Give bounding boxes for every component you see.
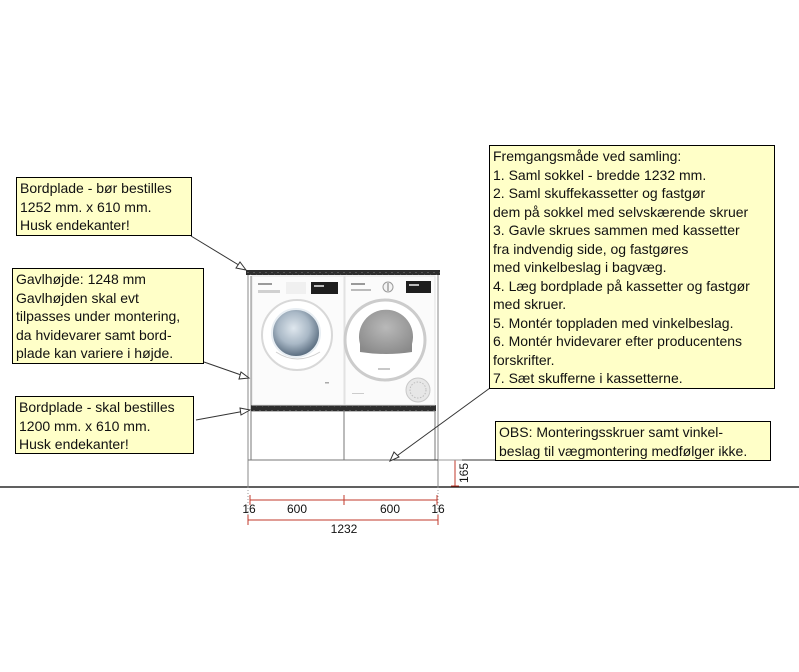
step-line: 3. Gavle skrues sammen med kassetter	[493, 222, 740, 238]
note-line: da hvidevarer samt bord-	[16, 326, 172, 343]
washing-machine	[251, 275, 345, 406]
step-line: 5. Montér toppladen med vinkelbeslag.	[493, 314, 734, 331]
step-line: 7. Sæt skufferne i kassetterne.	[493, 370, 683, 386]
step-line: med vinkelbeslag i bagvæg.	[493, 259, 667, 275]
step-line: med skruer.	[493, 296, 567, 312]
top-countertop	[246, 270, 440, 275]
dim-right-section: 600	[380, 502, 400, 516]
note-lower-countertop: Bordplade - skal bestilles 1200 mm. x 61…	[15, 396, 194, 454]
dim-left-end: 16	[242, 502, 256, 516]
note-obs: OBS: Monteringsskruer samt vinkel- besla…	[495, 421, 771, 461]
step-line: 2. Saml skuffekassetter og fastgør	[493, 185, 706, 201]
note-line: 1252 mm. x 610 mm.	[20, 198, 152, 215]
step-line: forskrifter.	[493, 351, 555, 368]
note-line: tilpasses under montering,	[16, 308, 181, 324]
note-line: Husk endekanter!	[20, 217, 130, 233]
dim-total-width: 1232	[331, 522, 358, 536]
step-line: 1. Saml sokkel - bredde 1232 mm.	[493, 166, 707, 183]
step-line: 4. Læg bordplade på kassetter og fastgør	[493, 277, 750, 294]
step-line: fra indvendig side, og fastgøres	[493, 240, 689, 257]
step-line: 6. Montér hvidevarer efter producentens	[493, 333, 743, 349]
note-line: beslag til vægmontering medfølger ikke.	[499, 442, 748, 459]
note-line: Gavlhøjden skal evt	[16, 289, 139, 306]
dim-left-section: 600	[287, 502, 307, 516]
note-assembly-procedure: Fremgangsmåde ved samling: 1. Saml sokke…	[489, 145, 775, 389]
note-gable-height: Gavlhøjde: 1248 mm Gavlhøjden skal evt t…	[12, 268, 204, 364]
note-line: Gavlhøjde: 1248 mm	[16, 271, 146, 287]
note-line: Bordplade - skal bestilles	[19, 399, 175, 415]
step-line: dem på sokkel med selvskærende skruer	[493, 203, 749, 220]
dim-plinth-height: 165	[457, 463, 471, 483]
note-heading: Fremgangsmåde ved samling:	[493, 148, 682, 164]
note-line: Husk endekanter!	[19, 436, 129, 452]
note-line: 1200 mm. x 610 mm.	[19, 417, 151, 434]
note-line: Bordplade - bør bestilles	[20, 180, 172, 196]
width-dimensions	[247, 495, 439, 525]
tumble-dryer	[343, 275, 436, 406]
dim-right-end: 16	[431, 502, 445, 516]
lower-countertop	[251, 405, 436, 411]
note-line: OBS: Monteringsskruer samt vinkel-	[499, 424, 724, 440]
note-top-countertop: Bordplade - bør bestilles 1252 mm. x 610…	[16, 177, 192, 236]
note-line: plade kan variere i højde.	[16, 345, 174, 361]
